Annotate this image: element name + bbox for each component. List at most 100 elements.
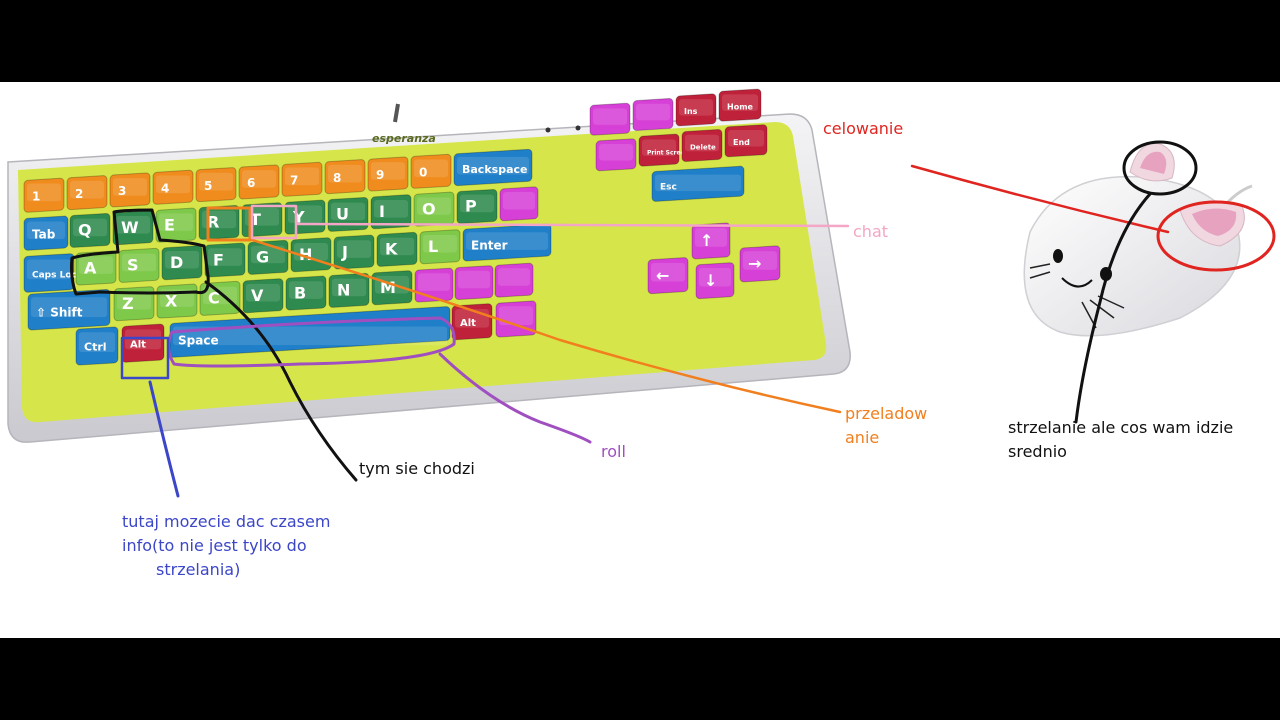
key-label: Ctrl [84, 340, 107, 353]
key-label: L [428, 237, 438, 256]
roll-pointer-line [438, 352, 592, 444]
label-strzelanie-line1: strzelanie ale cos wam idzie [1008, 418, 1234, 437]
key-1: 1 [23, 177, 65, 213]
key-label: Q [78, 221, 92, 240]
key-v: V [242, 278, 284, 314]
alt-key-outline [120, 336, 170, 380]
key-arrow-left: ← [647, 257, 689, 295]
key-label: D [170, 253, 183, 272]
key-alt-left: Alt [121, 323, 165, 363]
label-roll: roll [601, 442, 626, 461]
label-przeladowanie-line1: przeladow [845, 404, 928, 423]
key-d: D [161, 245, 203, 281]
key-0: 0 [410, 153, 452, 189]
key-bracket [499, 186, 539, 222]
key-label: ← [656, 266, 669, 285]
key-a: A [75, 250, 117, 286]
key-label: ↑ [700, 231, 713, 250]
key-h: H [290, 237, 332, 273]
key-i: I [370, 194, 412, 230]
key-label: N [337, 281, 350, 300]
key-8: 8 [324, 159, 366, 195]
key-ins: Ins [675, 93, 717, 127]
key-label: A [84, 258, 97, 277]
key-2: 2 [66, 175, 108, 211]
key-label: Backspace [462, 163, 527, 176]
label-strzelanie: strzelanie ale cos wam idzie srednio [1008, 416, 1233, 464]
key-3: 3 [109, 172, 151, 208]
indicator-led [575, 125, 581, 131]
key-c: C [199, 280, 241, 316]
key-label: Delete [690, 144, 716, 152]
key-label: C [208, 289, 220, 308]
aim-pointer-line [910, 164, 1170, 234]
key-label: 9 [376, 168, 384, 182]
brand-logo: esperanza [372, 132, 436, 145]
label-tutaj-line1: tutaj mozecie dac czasem [122, 512, 331, 531]
keyboard-cable [393, 103, 400, 123]
label-tutaj: tutaj mozecie dac czasem info(to nie jes… [122, 510, 330, 582]
key-label: X [165, 291, 178, 310]
key-shift: ⇧ Shift [27, 288, 111, 331]
wasd-outline [70, 208, 210, 296]
shoot-circle [1122, 140, 1198, 196]
key-label: Esc [660, 183, 677, 193]
key-label: I [379, 202, 385, 221]
key-label: U [336, 205, 349, 224]
mouse-ear-right-inner [1192, 208, 1237, 236]
key-5: 5 [195, 167, 237, 203]
key-f: F [204, 242, 246, 278]
key-label: B [294, 283, 306, 302]
key-label: Caps Lock [32, 271, 84, 281]
key-caps-lock: Caps Lock [23, 253, 84, 293]
key-home: Home [718, 88, 762, 122]
key-label: H [299, 245, 312, 264]
key-label: 7 [290, 174, 298, 188]
key-label: 5 [204, 179, 212, 193]
key-label: Tab [32, 228, 56, 242]
key-label: Home [727, 102, 754, 111]
key-label: Space [178, 333, 219, 347]
label-celowanie: celowanie [823, 119, 904, 138]
key-label: 1 [32, 190, 40, 204]
key-label: 3 [118, 184, 126, 198]
key-label: R [207, 213, 219, 232]
label-tym-sie-chodzi: tym sie chodzi [359, 459, 475, 478]
key-label: Alt [130, 339, 146, 350]
key-arrow-down: ↓ [695, 262, 735, 300]
key-k: K [376, 231, 418, 267]
key-slash [494, 262, 534, 298]
key-label: V [251, 286, 264, 305]
shoot-pointer-line [1074, 192, 1152, 424]
key-label: T [250, 210, 261, 229]
key-label: 6 [247, 176, 255, 190]
key-label: 8 [333, 171, 341, 185]
key-label: P [465, 197, 477, 216]
key-label: ⇧ Shift [36, 305, 83, 319]
key-label: End [733, 138, 750, 147]
key-label: W [121, 218, 139, 237]
key-label: K [385, 240, 398, 259]
mouse-cable [1226, 184, 1253, 204]
key-label: J [341, 242, 348, 261]
key-x: X [156, 283, 198, 319]
mouse [1023, 143, 1253, 337]
key-nav-1 [589, 102, 631, 136]
key-alt-right: Alt [451, 303, 493, 341]
label-przeladowanie: przeladow anie [845, 402, 927, 450]
key-menu [495, 300, 537, 338]
key-nav-2 [632, 98, 674, 132]
key-label: 2 [75, 187, 83, 201]
key-o: O [413, 191, 455, 227]
key-label: F [213, 250, 224, 269]
chat-key-outline [250, 204, 298, 240]
key-p: P [456, 188, 498, 224]
reload-key-outline [206, 206, 252, 242]
label-tutaj-line2a: info [122, 536, 153, 555]
label-tutaj-line2b: (to nie jest tylko do [152, 536, 307, 555]
annotation-strokes [70, 140, 1276, 498]
